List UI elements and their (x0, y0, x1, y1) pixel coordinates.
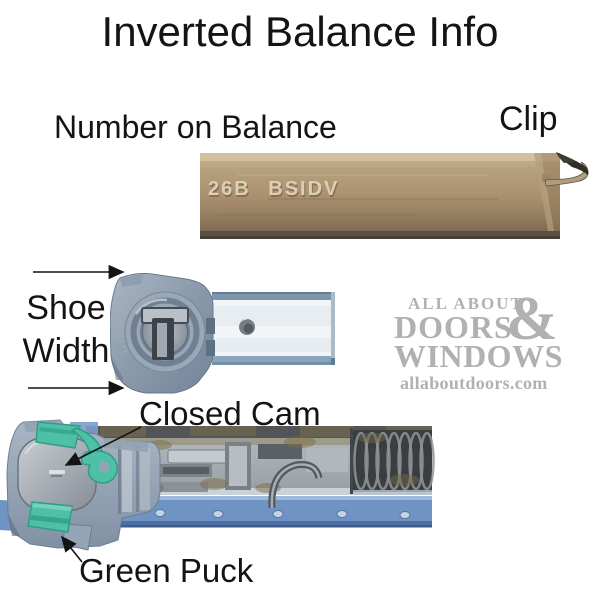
label-shoe-width-line1: Shoe (26, 289, 106, 327)
watermark-line1: ALL ABOUT (408, 294, 524, 313)
balance-channel: 26B BSIDV 26B BSIDV (200, 153, 560, 239)
watermark-ampersand: & (506, 285, 558, 353)
watermark-line3: WINDOWS (394, 338, 563, 374)
label-clip: Clip (499, 100, 558, 138)
watermark-line2: DOORS (394, 309, 513, 345)
clip-icon (542, 152, 589, 187)
balance-stamp-text: 26B BSIDV (208, 178, 339, 200)
label-number-on-balance: Number on Balance (54, 109, 337, 145)
label-shoe-width: Shoe Width (10, 287, 122, 373)
watermark-website: allaboutdoors.com (400, 373, 548, 393)
label-shoe-width-line2: Width (22, 332, 110, 370)
page-title: Inverted Balance Info (101, 8, 499, 55)
label-green-puck: Green Puck (79, 552, 254, 589)
balance-stamp-shadow: 26B BSIDV (209, 180, 340, 202)
label-closed-cam: Closed Cam (139, 395, 321, 432)
spring-coil (353, 430, 435, 495)
shoe-body (110, 273, 215, 394)
shoe-photo (110, 273, 335, 394)
channel-hole (239, 318, 255, 335)
cam-disc (17, 437, 97, 511)
watermark-logo: ALL ABOUT & DOORS WINDOWS allaboutdoors.… (394, 288, 600, 393)
shoe-channel-arm (212, 292, 335, 365)
spring-hook (268, 461, 323, 509)
balance-channel-photo: 26B BSIDV 26B BSIDV (200, 152, 589, 239)
cam-slot (141, 307, 189, 360)
balance-interior-photo (0, 419, 435, 551)
